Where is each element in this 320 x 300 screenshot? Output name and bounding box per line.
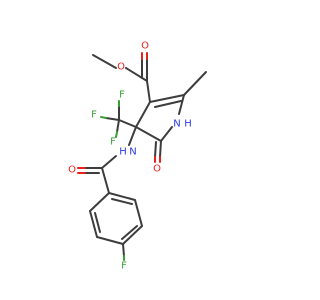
bond-c4-cf3 xyxy=(118,119,137,128)
bond-lactam-co-b xyxy=(154,141,157,158)
atom-amide-n-h: H xyxy=(119,147,127,158)
bond-cf3-f-bottom-color xyxy=(115,131,118,138)
atom-cf3-f-bottom: F xyxy=(110,137,116,148)
atom-label-layer: O O N H O N H O F F F F xyxy=(68,41,192,272)
bond-aryl-6-1 xyxy=(89,192,110,212)
bond-cf3-f-bottom xyxy=(116,119,120,133)
bond-ester-o-carbonyl-c xyxy=(125,67,148,82)
bond-aryl-1-2 xyxy=(108,192,136,201)
bond-c4-amide-n xyxy=(128,126,137,146)
bond-cf3-f-left-color xyxy=(100,116,107,119)
bond-amide-c-aryl xyxy=(101,167,110,194)
atom-ring-n1: N xyxy=(173,119,180,130)
bond-ring-c2-methyl xyxy=(183,71,207,96)
bond-ring-c5-c4 xyxy=(135,126,162,142)
bond-aryl-2-3 xyxy=(134,199,143,227)
bond-ring-c3-c2 xyxy=(149,94,185,103)
atom-ester-carbonyl-o: O xyxy=(141,41,149,52)
bond-aryl-inner-5-6 xyxy=(94,212,101,233)
bond-methyl-ester-o xyxy=(92,54,117,69)
molecule-structure-diagram: O O N H O N H O F F F F xyxy=(68,41,207,272)
bond-ring-n1-c5 xyxy=(160,126,173,142)
bond-lactam-co-a xyxy=(159,140,162,158)
atom-ester-ether-o: O xyxy=(117,62,125,73)
atom-amide-o: O xyxy=(68,165,76,176)
bond-aryl-f xyxy=(122,243,125,257)
bond-ring-c4-c3 xyxy=(135,101,151,128)
atom-cf3-f-left: F xyxy=(91,110,97,121)
bond-aryl-3-4 xyxy=(122,225,143,245)
atom-lactam-o: O xyxy=(153,164,161,175)
bond-ring-c2-n1 xyxy=(178,94,185,115)
bond-carbonyl-c-ring-c3 xyxy=(146,80,151,103)
atom-cf3-f-top: F xyxy=(119,90,125,101)
bond-amide-n-carbonyl-c xyxy=(101,155,117,169)
bond-aryl-4-5 xyxy=(96,236,124,245)
atom-amide-n: N xyxy=(129,147,136,158)
bond-ring-c3-c2-inner xyxy=(154,100,182,108)
bond-layer xyxy=(77,52,207,261)
atom-aryl-f: F xyxy=(121,261,127,272)
atom-ring-n1-h: H xyxy=(184,119,192,130)
bond-cf3-f-left xyxy=(105,117,120,121)
bond-aryl-inner-3-4 xyxy=(121,225,138,240)
bond-aryl-inner-1-2 xyxy=(111,198,133,205)
bond-aryl-5-6 xyxy=(89,210,98,238)
